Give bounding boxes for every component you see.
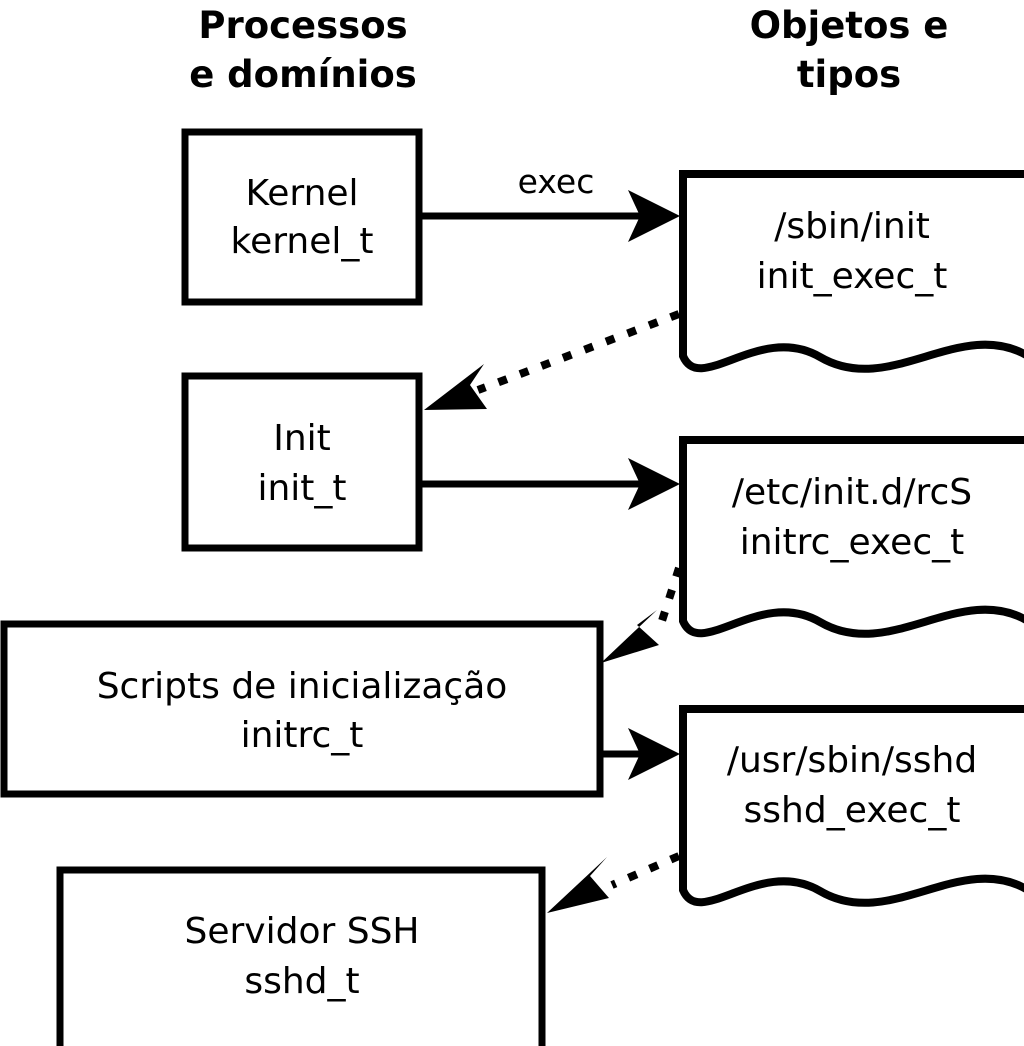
node-initrc-line2: initrc_t bbox=[241, 715, 364, 756]
node-init-exec-line2: init_exec_t bbox=[757, 256, 948, 297]
arrowhead bbox=[424, 364, 487, 410]
node-initrc-exec[interactable]: /etc/init.d/rcS initrc_exec_t bbox=[679, 436, 1024, 638]
column-header-processes-line1: Processos bbox=[198, 4, 407, 47]
arrowhead bbox=[628, 458, 680, 510]
node-sshd-box[interactable] bbox=[56, 866, 546, 1046]
edge-initrc-exec-to-initrc bbox=[601, 566, 683, 663]
node-sshd-exec-line2: sshd_exec_t bbox=[744, 790, 961, 831]
edge-init-exec-to-init bbox=[424, 310, 681, 410]
node-initrc-exec-document[interactable] bbox=[679, 436, 1024, 638]
node-kernel-line1: Kernel bbox=[245, 173, 358, 214]
arrowhead bbox=[628, 190, 680, 242]
column-header-processes-line2: e domínios bbox=[189, 53, 417, 96]
node-initrc-line1: Scripts de inicialização bbox=[97, 666, 508, 707]
edge-line bbox=[656, 566, 683, 629]
node-initrc-box[interactable] bbox=[0, 620, 604, 798]
node-initrc-exec-line1: /etc/init.d/rcS bbox=[732, 472, 972, 513]
node-sshd-exec-document[interactable] bbox=[679, 705, 1024, 907]
edge-line bbox=[610, 852, 681, 889]
edge-line bbox=[476, 310, 681, 394]
edge-sshd-exec-to-sshd bbox=[547, 852, 681, 913]
arrowhead bbox=[547, 857, 609, 913]
node-init-exec-line1: /sbin/init bbox=[774, 206, 930, 247]
node-sshd[interactable]: Servidor SSH sshd_t bbox=[56, 866, 546, 1046]
arrowhead bbox=[601, 610, 659, 663]
node-sshd-exec-line1: /usr/sbin/sshd bbox=[727, 740, 977, 781]
node-init-line2: init_t bbox=[257, 468, 346, 509]
column-header-objects-line2: tipos bbox=[797, 53, 901, 96]
column-header-objects: Objetos e tipos bbox=[750, 4, 949, 96]
node-kernel-line2: kernel_t bbox=[231, 221, 374, 262]
node-sshd-exec[interactable]: /usr/sbin/sshd sshd_exec_t bbox=[679, 705, 1024, 907]
node-init-line1: Init bbox=[273, 418, 331, 459]
node-sshd-line2: sshd_t bbox=[244, 961, 359, 1002]
column-header-objects-line1: Objetos e bbox=[750, 4, 949, 47]
node-kernel[interactable]: Kernel kernel_t bbox=[181, 128, 423, 306]
node-init-exec-document[interactable] bbox=[679, 170, 1024, 373]
edge-kernel-to-init-exec: exec bbox=[422, 162, 680, 242]
edge-init-to-initrc-exec bbox=[422, 458, 680, 510]
arrowhead bbox=[628, 728, 680, 780]
node-kernel-box[interactable] bbox=[181, 128, 423, 306]
node-init-box[interactable] bbox=[181, 372, 423, 552]
node-init-exec[interactable]: /sbin/init init_exec_t bbox=[679, 170, 1024, 373]
node-initrc[interactable]: Scripts de inicialização initrc_t bbox=[0, 620, 604, 798]
node-initrc-exec-line2: initrc_exec_t bbox=[740, 522, 965, 563]
edge-initrc-to-sshd-exec bbox=[603, 728, 680, 780]
node-init[interactable]: Init init_t bbox=[181, 372, 423, 552]
edge-label-exec: exec bbox=[518, 162, 595, 201]
column-header-processes: Processos e domínios bbox=[189, 4, 417, 96]
node-sshd-line1: Servidor SSH bbox=[184, 911, 419, 952]
